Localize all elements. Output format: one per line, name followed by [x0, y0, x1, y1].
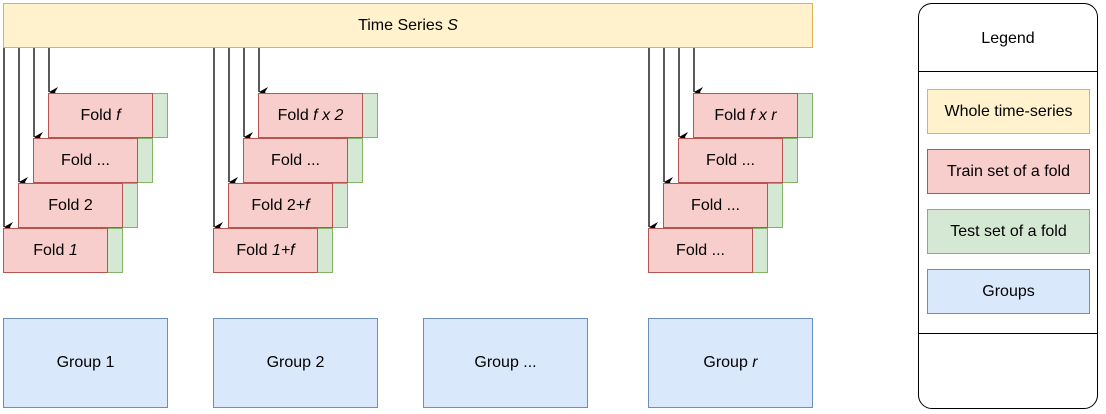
group-label-var: r	[752, 354, 758, 371]
fold-label: Fold	[277, 106, 314, 124]
group-box-4: Group r	[648, 318, 813, 408]
time-series-bar: Time Series S	[3, 3, 813, 48]
legend-divider	[919, 333, 1097, 334]
fold-label: Fold	[80, 106, 117, 124]
legend-item-test-set: Test set of a fold	[927, 209, 1090, 254]
legend-panel: Legend Whole time-series Train set of a …	[918, 3, 1098, 409]
fold-train-set: Fold f x 2	[258, 93, 363, 138]
fold-train-set: Fold 2+f	[228, 183, 333, 228]
time-series-label: Time Series	[358, 16, 448, 34]
fold-train-set: Fold f x r	[693, 93, 798, 138]
fold-label: Fold ...	[61, 151, 110, 169]
group-label: Group	[703, 354, 753, 371]
fold-train-set: Fold 2	[18, 183, 123, 228]
group-box-1: Group 1	[3, 318, 168, 408]
fold-label: Fold ...	[271, 151, 320, 169]
fold-train-set: Fold ...	[243, 138, 348, 183]
fold-train-set: Fold 1+f	[213, 228, 318, 273]
fold-label-var: f	[116, 106, 121, 124]
legend-divider	[919, 71, 1097, 72]
fold-label: Fold 2	[48, 196, 93, 214]
fold-label-var: 1+f	[271, 241, 295, 259]
fold-label: Fold ...	[676, 241, 725, 259]
fold-train-set: Fold f	[48, 93, 153, 138]
group-label: Group ...	[474, 354, 537, 371]
fold-label-var: 1	[68, 241, 78, 259]
fold-label-var: f x r	[749, 106, 777, 124]
fold-train-set: Fold ...	[663, 183, 768, 228]
fold-train-set: Fold ...	[678, 138, 783, 183]
legend-item-whole-series: Whole time-series	[927, 89, 1090, 134]
fold-label: Fold 2+	[251, 196, 306, 214]
fold-train-set: Fold ...	[648, 228, 753, 273]
fold-label: Fold	[714, 106, 750, 124]
group-box-2: Group 2	[213, 318, 378, 408]
fold-label-var: f	[305, 196, 310, 214]
fold-label-var: f x 2	[313, 106, 344, 124]
fold-train-set: Fold ...	[33, 138, 138, 183]
fold-label: Fold	[236, 241, 272, 259]
group-label: Group 1	[56, 354, 115, 371]
time-series-variable: S	[447, 16, 458, 34]
fold-label: Fold ...	[706, 151, 755, 169]
fold-label: Fold	[33, 241, 69, 259]
legend-title: Legend	[981, 30, 1035, 47]
legend-item-train-set: Train set of a fold	[927, 149, 1090, 194]
fold-label: Fold ...	[691, 196, 740, 214]
fold-train-set: Fold 1	[3, 228, 108, 273]
group-box-3: Group ...	[423, 318, 588, 408]
legend-item-groups: Groups	[927, 269, 1090, 314]
group-label: Group 2	[266, 354, 325, 371]
